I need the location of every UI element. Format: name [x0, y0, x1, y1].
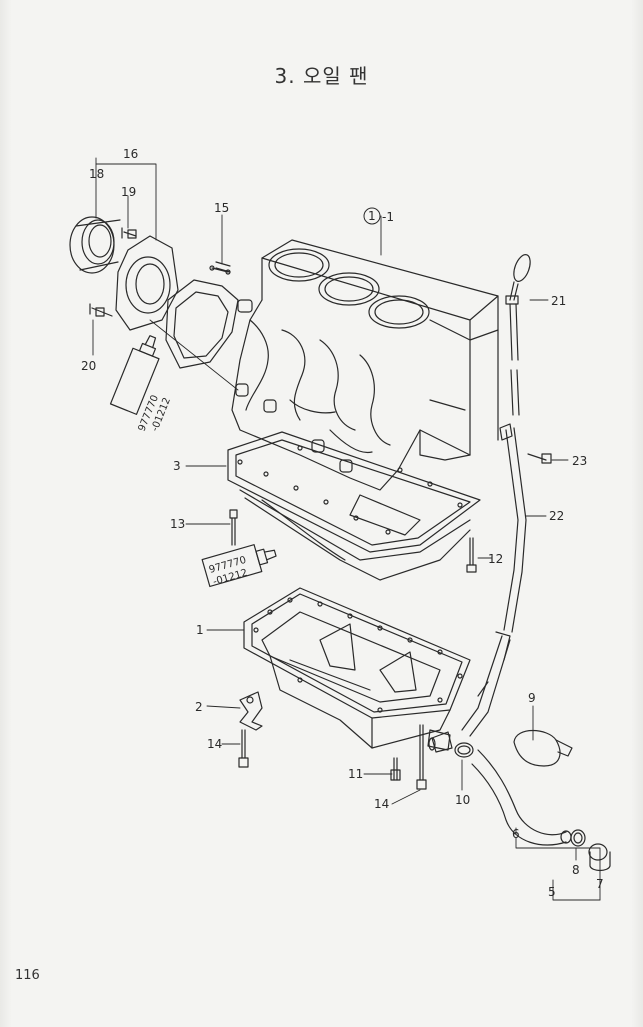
dowel-pin-15-illustration [215, 261, 231, 273]
bolt-23-illustration [527, 453, 552, 464]
callout-1: 1 [196, 623, 204, 637]
callout-10: 10 [455, 793, 470, 807]
callout-16: 16 [123, 147, 138, 161]
clamp-10-illustration [454, 742, 474, 758]
callout-1-ref: -1 [382, 210, 394, 224]
oil-pan-gasket-illustration [227, 431, 481, 581]
callout-14-left: 14 [207, 737, 222, 751]
callout-22: 22 [549, 509, 564, 523]
callout-3: 3 [173, 459, 181, 473]
sealant-tube-lower [201, 544, 277, 588]
callout-leader-lines [92, 157, 601, 901]
callout-7: 7 [596, 877, 604, 891]
bolt-13-illustration [229, 509, 238, 546]
callout-15: 15 [214, 201, 229, 215]
callout-2: 2 [195, 700, 203, 714]
callout-12: 12 [488, 552, 503, 566]
clamp-9-illustration [513, 729, 573, 767]
sealant-tube-upper [109, 335, 160, 415]
drain-hose-illustration [471, 749, 572, 846]
rear-seal-assembly-illustration [69, 216, 239, 369]
bracket-2-illustration [239, 691, 263, 731]
callout-13: 13 [170, 517, 185, 531]
dipstick-illustration [505, 254, 531, 416]
oil-pan-illustration [243, 587, 471, 751]
callout-18: 18 [89, 167, 104, 181]
callout-5: 5 [548, 885, 556, 899]
page-number: 116 [15, 968, 40, 983]
elbow-fitting-illustration [428, 731, 453, 753]
callout-1-circle-number: 1 [368, 209, 376, 223]
dipstick-guide-illustration [461, 423, 527, 737]
callout-1-circle [363, 207, 381, 225]
bolt-14-right-illustration [416, 724, 427, 790]
clamp-8-illustration [570, 829, 586, 847]
callout-labels: 1 -1 1 2 3 5 6 7 8 9 10 11 12 13 14 14 1… [81, 147, 604, 899]
bolt-14-left-illustration [238, 729, 249, 768]
callout-8: 8 [572, 863, 580, 877]
bolt-12-illustration [466, 537, 477, 573]
callout-6: 6 [512, 827, 520, 841]
engine-block-illustration [231, 239, 499, 491]
callout-21: 21 [551, 294, 566, 308]
callout-23: 23 [572, 454, 587, 468]
callout-19: 19 [121, 185, 136, 199]
bolt-11-illustration [390, 757, 401, 781]
callout-14-right: 14 [374, 797, 389, 811]
page-title: 3. 오일 팬 [274, 64, 369, 88]
callout-20: 20 [81, 359, 96, 373]
callout-11: 11 [348, 767, 363, 781]
callout-9: 9 [528, 691, 536, 705]
